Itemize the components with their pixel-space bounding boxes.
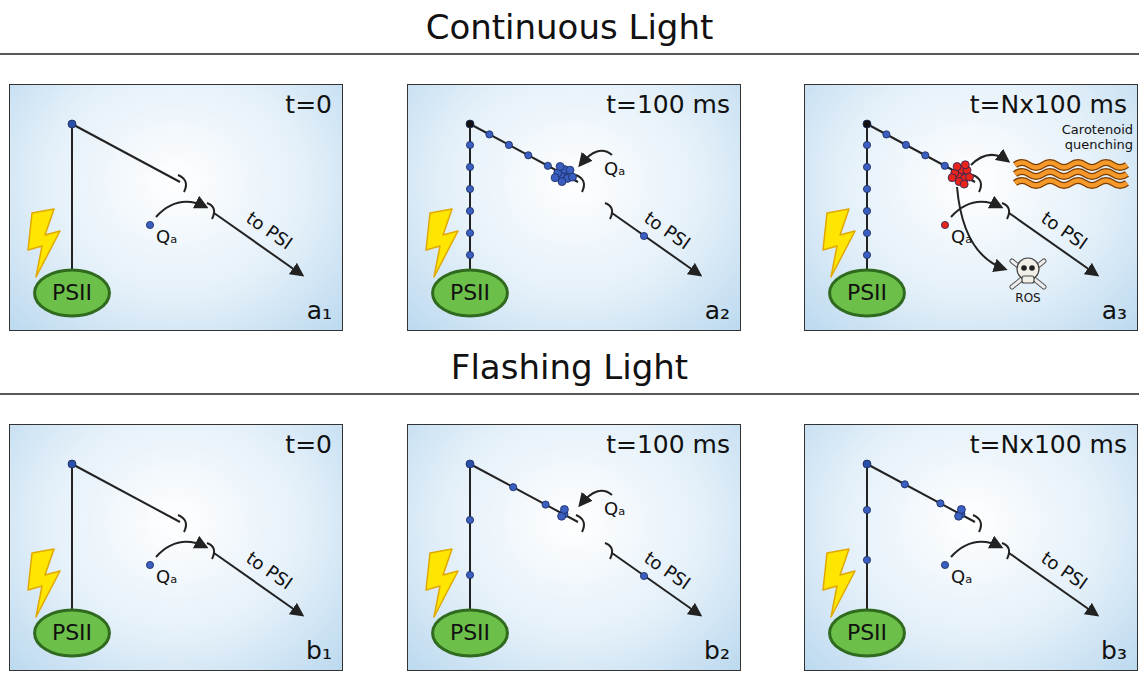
to-psi-label: to PSI [640, 208, 694, 254]
psii-ellipse: PSII [33, 608, 111, 658]
psii-label: PSII [847, 620, 887, 645]
psii-label: PSII [450, 280, 490, 305]
psii-ellipse: PSII [828, 608, 906, 658]
qa-label: Qₐ [951, 567, 972, 588]
psii-label: PSII [450, 620, 490, 645]
to-psi-label: to PSI [242, 208, 296, 254]
time-label: t=Nx100 ms [970, 431, 1127, 460]
state-panel: t=Nx100 ms a₃ PSII Qₐ to PSI Carotenoid quenc… [804, 84, 1138, 331]
state-panel: t=100 ms b₂ PSII Qₐ to PSI [407, 424, 741, 671]
time-label: t=Nx100 ms [970, 91, 1127, 120]
qa-label: Qₐ [604, 499, 625, 520]
time-label: t=0 [285, 91, 332, 120]
ros-label: ROS [1015, 292, 1040, 306]
qa-label: Qₐ [156, 227, 177, 248]
rule-line [0, 393, 1139, 395]
state-panel: t=Nx100 ms b₃ PSII Qₐ to PSI [804, 424, 1138, 671]
psii-ellipse: PSII [828, 268, 906, 318]
qa-label: Qₐ [951, 227, 972, 248]
psii-label: PSII [52, 620, 92, 645]
psii-ellipse: PSII [33, 268, 111, 318]
qa-label: Qₐ [604, 159, 625, 180]
panel-letter: b₂ [704, 637, 730, 666]
panel-letter: b₁ [306, 637, 332, 666]
psii-label: PSII [847, 280, 887, 305]
psii-ellipse: PSII [431, 268, 509, 318]
state-panel: t=0 b₁ PSII Qₐ to PSI [9, 424, 343, 671]
to-psi-label: to PSI [242, 548, 296, 594]
section-heading: Flashing Light [451, 348, 688, 387]
state-panel: t=0 a₁ PSII Qₐ to PSI [9, 84, 343, 331]
time-label: t=100 ms [606, 91, 730, 120]
section-heading: Continuous Light [426, 8, 714, 47]
to-psi-label: to PSI [640, 548, 694, 594]
time-label: t=100 ms [606, 431, 730, 460]
rule-line [0, 53, 1139, 55]
to-psi-label: to PSI [1037, 208, 1091, 254]
state-panel: t=100 ms a₂ PSII Qₐ to PSI [407, 84, 741, 331]
carotenoid-label: Carotenoid quenching [1041, 123, 1133, 153]
panel-letter: a₂ [705, 297, 730, 326]
psii-ellipse: PSII [431, 608, 509, 658]
qa-label: Qₐ [156, 567, 177, 588]
to-psi-label: to PSI [1037, 548, 1091, 594]
time-label: t=0 [285, 431, 332, 460]
panel-letter: b₃ [1101, 637, 1127, 666]
psii-label: PSII [52, 280, 92, 305]
panel-letter: a₁ [307, 297, 332, 326]
panel-letter: a₃ [1102, 297, 1127, 326]
